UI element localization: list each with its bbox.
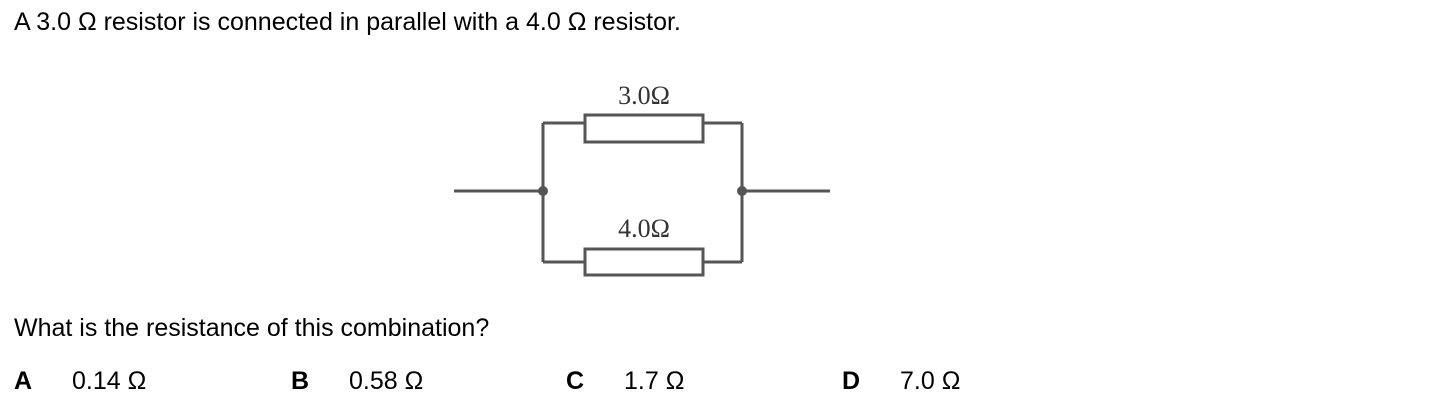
option-value: 7.0 Ω <box>900 367 961 395</box>
option-letter: D <box>842 367 861 395</box>
option-d[interactable]: D 7.0 Ω <box>842 367 960 396</box>
option-value: 0.58 Ω <box>349 367 424 395</box>
resistor-bottom-label: 4.0Ω <box>618 214 670 243</box>
resistor-top-label: 3.0Ω <box>618 81 670 110</box>
option-c[interactable]: C 1.7 Ω <box>566 367 684 396</box>
answer-options: A 0.14 Ω B 0.58 Ω C 1.7 Ω D 7.0 Ω <box>0 367 1435 407</box>
question-prompt: What is the resistance of this combinati… <box>14 314 490 342</box>
option-letter: C <box>566 367 585 395</box>
resistor-bottom <box>583 247 705 277</box>
option-a[interactable]: A 0.14 Ω <box>14 367 146 396</box>
option-value: 1.7 Ω <box>624 367 685 395</box>
junction-dot-right <box>737 186 747 196</box>
junction-dot-left <box>538 186 548 196</box>
option-letter: A <box>14 367 33 395</box>
question-stem: A 3.0 Ω resistor is connected in paralle… <box>14 8 681 36</box>
option-letter: B <box>291 367 310 395</box>
resistor-top <box>583 113 705 144</box>
option-value: 0.14 Ω <box>72 367 147 395</box>
option-b[interactable]: B 0.58 Ω <box>291 367 423 396</box>
